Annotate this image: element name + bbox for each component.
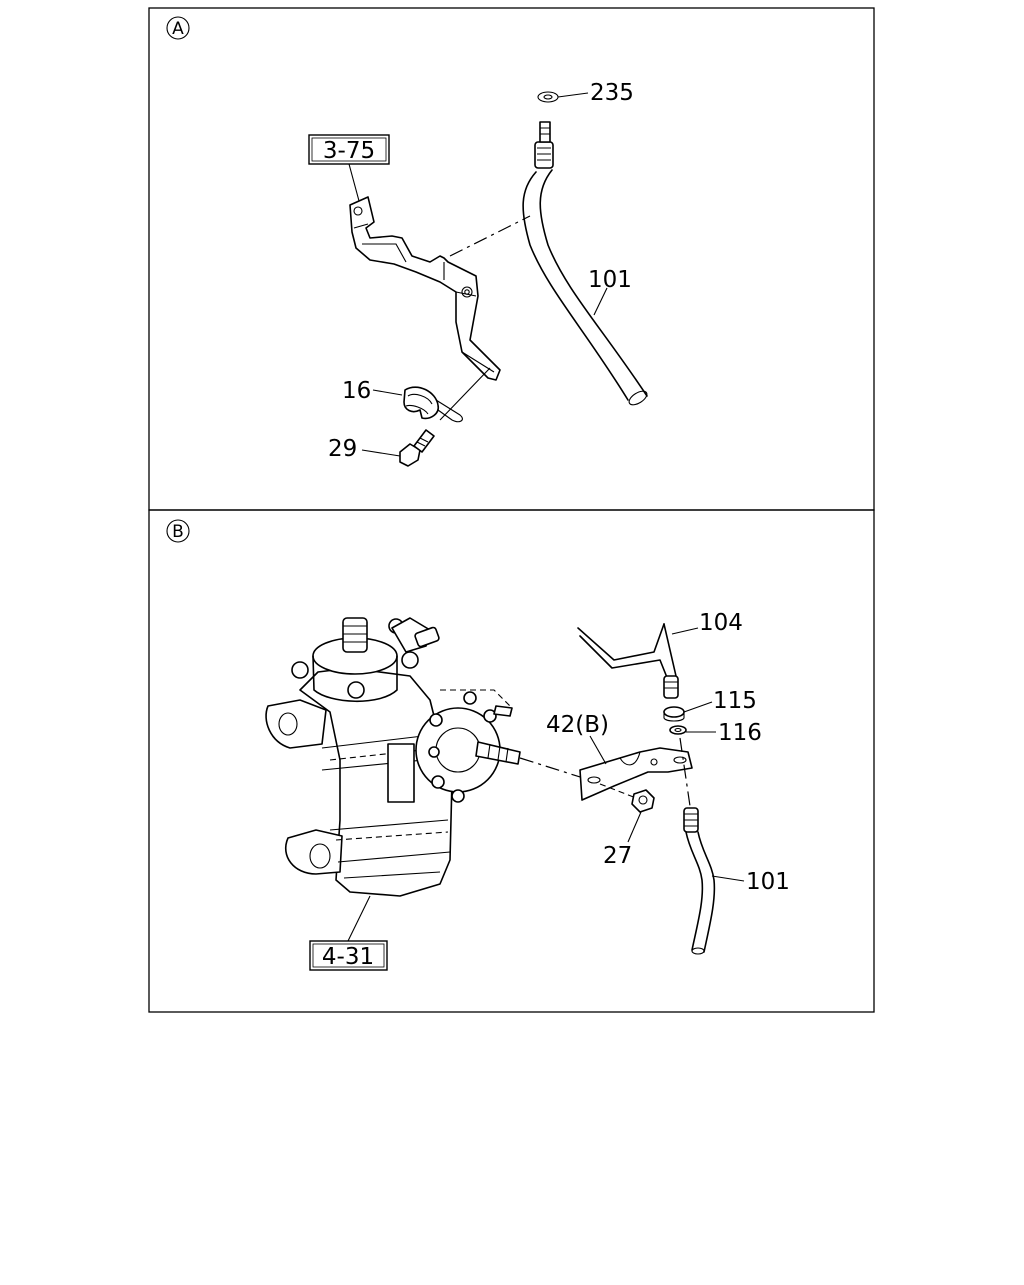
clip-16: 16 xyxy=(342,378,463,423)
pipe-101-a xyxy=(522,121,648,406)
label-115: 115 xyxy=(713,688,757,714)
bracket xyxy=(349,196,501,381)
leader-clip-bracket xyxy=(439,367,491,421)
panel-a-marker: A xyxy=(166,16,190,40)
label-42b: 42(B) xyxy=(546,712,609,738)
label-101-a: 101 xyxy=(588,267,632,293)
label-27: 27 xyxy=(603,843,632,869)
label-116: 116 xyxy=(718,720,762,746)
label-29: 29 xyxy=(328,436,357,462)
panel-b-marker-text: B xyxy=(172,522,184,542)
panel-a: A 3-75 xyxy=(166,16,648,467)
panel-b-frame xyxy=(148,509,875,1013)
panel-a-marker-text: A xyxy=(172,19,184,39)
leader-101-a xyxy=(593,287,608,316)
pipe-101-b: 101 xyxy=(683,807,790,955)
washer-235: 235 xyxy=(537,80,634,106)
panel-a-frame xyxy=(148,7,875,511)
label-101-b: 101 xyxy=(746,869,790,895)
pipe-104: 104 xyxy=(577,610,743,699)
steering-gear-box xyxy=(265,617,521,897)
centerline-a1 xyxy=(449,215,531,257)
centerline-b2 xyxy=(679,737,691,807)
label-235: 235 xyxy=(590,80,634,106)
nut-27: 27 xyxy=(599,783,655,869)
ref-box-3-75: 3-75 xyxy=(308,134,390,213)
bolt-29: 29 xyxy=(328,429,435,467)
ref-3-75-label: 3-75 xyxy=(323,138,375,164)
ref-box-4-31: 4-31 xyxy=(309,895,388,971)
panel-b: B xyxy=(166,519,790,971)
ref-4-31-label: 4-31 xyxy=(322,944,374,970)
nut-115: 115 xyxy=(663,688,757,722)
washer-116: 116 xyxy=(669,720,762,746)
bracket-42b: 42(B) xyxy=(546,712,693,801)
label-16: 16 xyxy=(342,378,371,404)
label-104: 104 xyxy=(699,610,743,636)
panel-b-marker: B xyxy=(166,519,190,543)
